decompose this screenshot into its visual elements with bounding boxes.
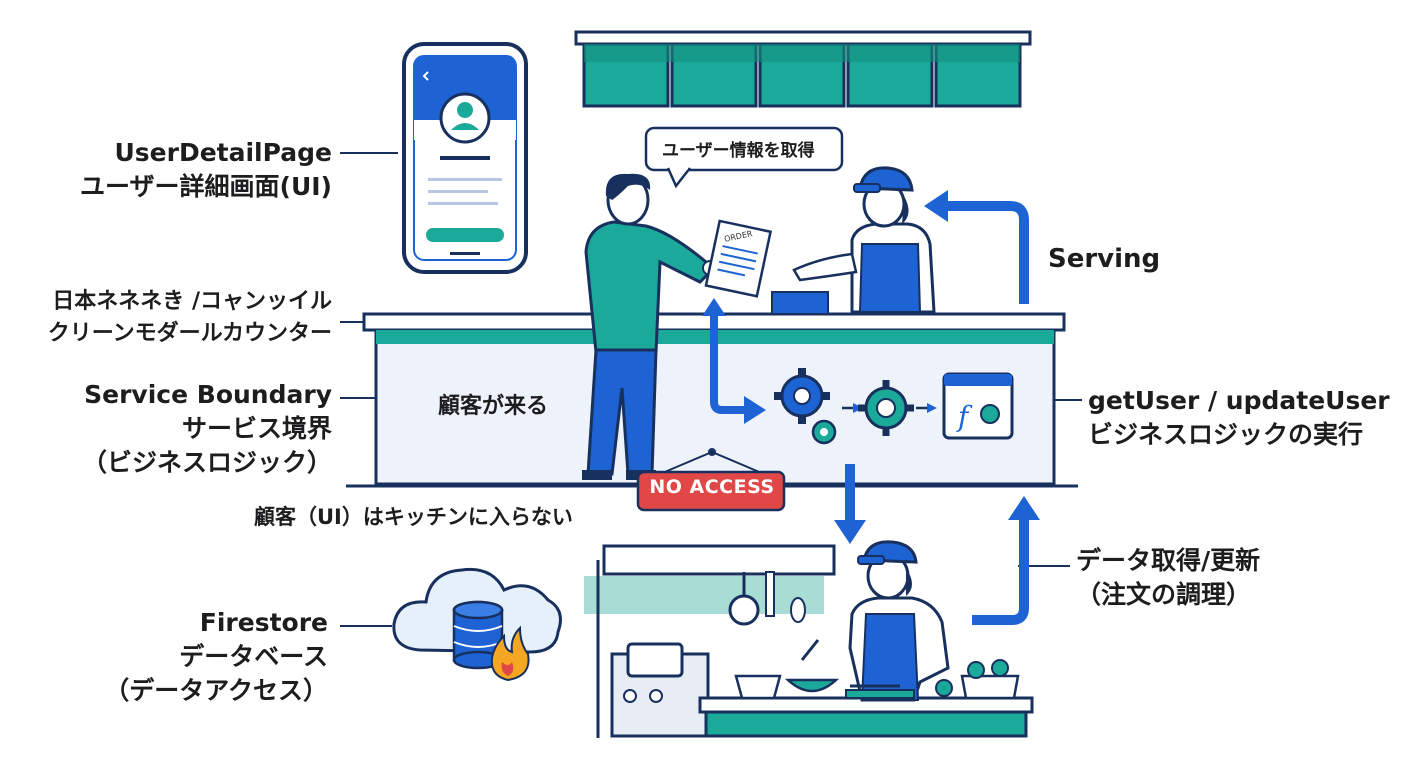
label-data-access: データ取得/更新 （注文の調理） [1076,544,1260,612]
function-window-icon: f [942,372,1014,440]
counter-line-1: 日本ネネネき /コャンッイル [52,289,332,314]
label-counter: 日本ネネネき /コャンッイル クリーンモダールカウンター [48,286,332,350]
biz-sub: ビジネスロジックの実行 [1088,420,1364,449]
order-paper-icon [704,219,773,298]
fire-icon [490,625,530,682]
awning [574,30,1032,108]
firestore-sub-2: （データアクセス） [104,676,328,705]
service-sub-1: サービス境界 [181,414,332,443]
firestore-sub-1: データベース [179,642,328,671]
biz-title: getUser / updateUser [1088,386,1390,415]
service-sub-2: （ビジネスロジック） [81,448,332,477]
label-service-boundary: Service Boundary サービス境界 （ビジネスロジック） [82,378,332,480]
label-business-logic: getUser / updateUser ビジネスロジックの実行 [1088,384,1390,452]
counter-line-2: クリーンモダールカウンター [47,321,332,346]
gear-icon-2 [858,380,914,436]
ui-subtitle: ユーザー詳細画面(UI) [80,172,332,201]
no-access-label: NO ACCESS [649,476,775,498]
firestore-title: Firestore [199,608,328,637]
chef-icon [800,540,950,702]
label-serving: Serving [1048,244,1161,274]
data-sub: （注文の調理） [1076,580,1252,609]
smartphone-icon [402,42,528,274]
ui-title: UserDetailPage [114,138,332,167]
service-title: Service Boundary [84,380,332,409]
label-no-enter: 顧客（UI）はキッチンに入らない [254,505,573,529]
customer-icon [582,173,718,480]
speech-text: ユーザー情報を取得 [662,141,815,161]
request-arrow [702,298,766,424]
server-staff-icon [792,166,936,314]
no-access-sign [636,448,786,512]
label-user-detail-page: UserDetailPage ユーザー詳細画面(UI) [80,136,332,204]
data-title: データ取得/更新 [1076,546,1261,575]
label-customer-visit: 顧客が来る [438,394,549,419]
label-firestore: Firestore データベース （データアクセス） [104,606,328,708]
gear-icon [774,368,837,445]
kitchen [584,544,1034,738]
serving-arrow [944,201,1029,304]
speech-bubble [644,126,844,189]
